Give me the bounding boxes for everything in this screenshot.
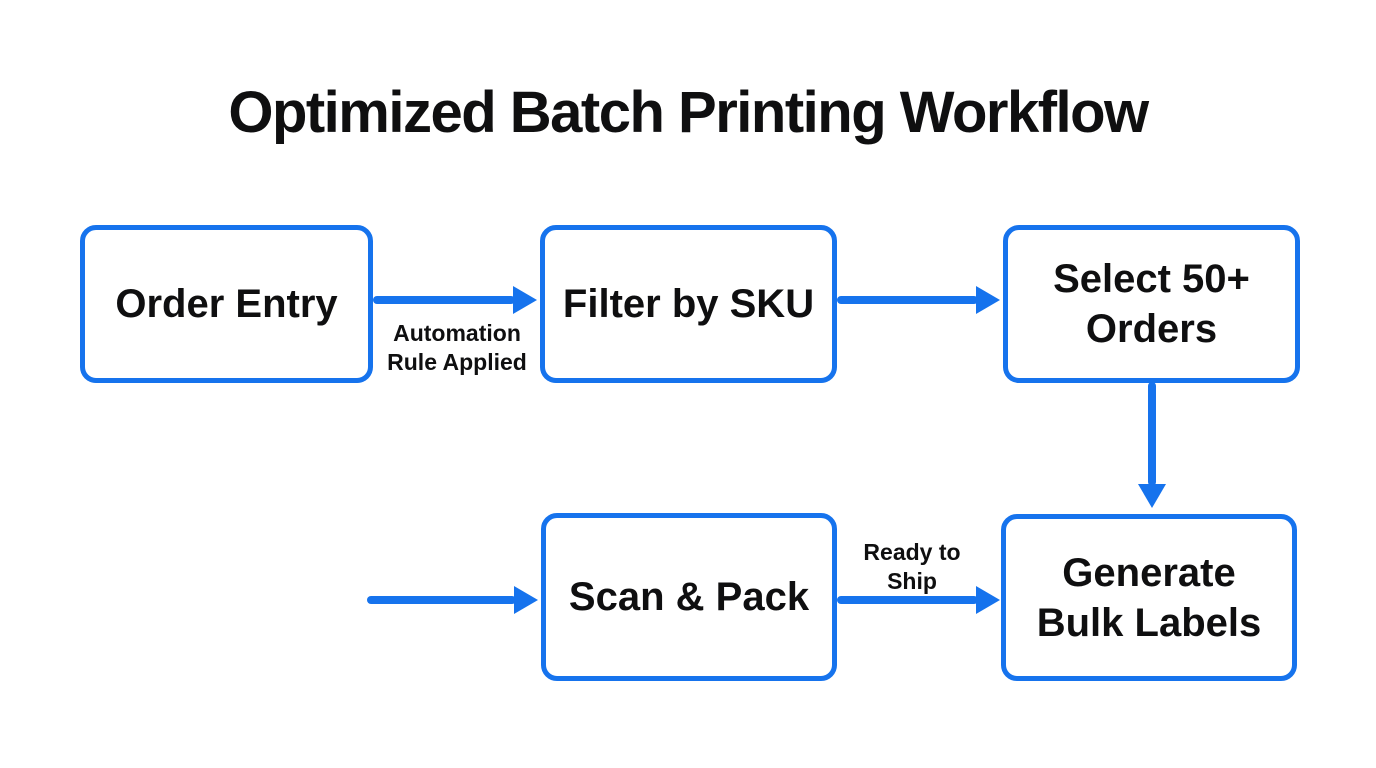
- edge-label-line: Automation: [393, 320, 521, 346]
- arrow-head-icon: [513, 286, 537, 314]
- flow-node-filter-by-sku: Filter by SKU: [540, 225, 837, 383]
- edge-label-line: Ready to: [863, 539, 961, 565]
- arrow-head-icon: [514, 586, 538, 614]
- arrow-head-icon: [976, 286, 1000, 314]
- flow-node-order-entry: Order Entry: [80, 225, 373, 383]
- flow-node-label: Scan & Pack: [568, 575, 810, 619]
- arrow-order-entry-to-filter-by-sku: [373, 286, 537, 314]
- diagram-title: Optimized Batch Printing Workflow: [228, 80, 1149, 145]
- flow-node-select-50-plus-orders: Select 50+ Orders: [1003, 225, 1300, 383]
- flow-node-label: Filter by SKU: [562, 282, 815, 326]
- edge-label-automation-rule-applied: Automation Rule Applied: [357, 319, 557, 377]
- flow-node-label-line: Generate: [1062, 550, 1236, 595]
- arrow-inflow-to-scan-and-pack: [367, 586, 538, 614]
- edge-label-line: Rule Applied: [387, 349, 527, 375]
- flow-node-label-line: Orders: [1085, 307, 1218, 351]
- flow-node-label-line: Select 50+: [1053, 257, 1250, 301]
- flow-node-generate-bulk-labels: Generate Bulk Labels: [1001, 514, 1297, 681]
- arrow-select-orders-to-generate-bulk-labels: [1138, 382, 1166, 508]
- edge-label-line: Ship: [887, 568, 937, 594]
- arrow-head-icon: [976, 586, 1000, 614]
- flow-node-scan-and-pack: Scan & Pack: [541, 513, 837, 681]
- arrow-filter-by-sku-to-select-orders: [837, 286, 1000, 314]
- flow-node-label: Order Entry: [115, 282, 338, 326]
- arrow-scan-and-pack-to-generate-bulk-labels: [837, 586, 1000, 614]
- edge-label-ready-to-ship: Ready to Ship: [832, 538, 992, 596]
- arrow-head-icon: [1138, 484, 1166, 508]
- flow-node-label-line: Bulk Labels: [1036, 600, 1262, 645]
